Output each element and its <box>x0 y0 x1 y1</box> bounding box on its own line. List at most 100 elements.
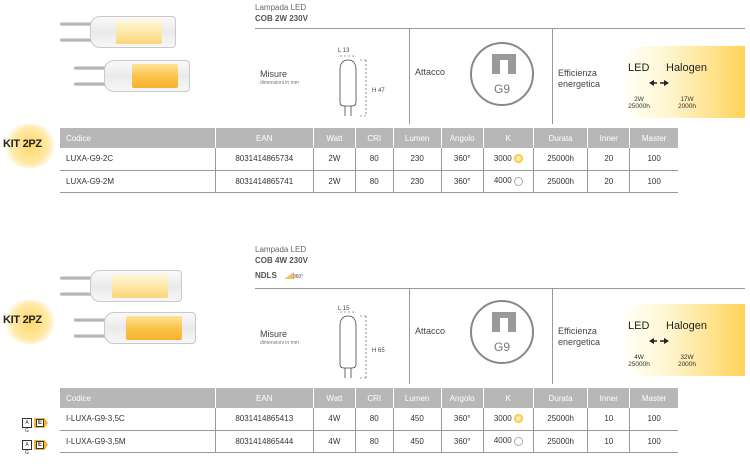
product-type: Lampada LED <box>255 245 307 254</box>
col-angolo: Angolo <box>441 128 484 148</box>
table-header-row: Codice EAN Watt CRI Lumen Angolo K Durat… <box>60 128 678 148</box>
energy-class-letter: E <box>36 441 44 449</box>
arrow-icon <box>649 338 669 344</box>
cell-master: 100 <box>629 148 678 171</box>
col-ean: EAN <box>215 388 314 408</box>
col-angolo: Angolo <box>441 388 484 408</box>
cell-code: I-LUXA-G9-3,5M <box>60 430 216 453</box>
cell-angle: 360° <box>441 148 484 171</box>
k-value: 4000 <box>493 176 512 186</box>
attacco-label: Attacco <box>415 326 446 336</box>
dimension-drawing-icon <box>339 55 368 117</box>
col-inner: Inner <box>587 388 631 408</box>
cell-inner: 20 <box>587 148 631 171</box>
col-watt: Watt <box>313 128 356 148</box>
cell-life: 25000h <box>533 170 589 193</box>
col-durata: Durata <box>533 128 589 148</box>
efficienza-label-2: energetica <box>558 79 601 89</box>
energy-class-letter: E <box>36 419 44 427</box>
cell-cri: 80 <box>355 408 394 431</box>
cell-cri: 80 <box>355 170 394 193</box>
col-codice: Codice <box>60 388 216 408</box>
col-lumen: Lumen <box>393 388 442 408</box>
col-master: Master <box>629 128 678 148</box>
col-cri: CRI <box>355 388 394 408</box>
table-row: I-LUXA-G9-3,5M 8031414865444 4W 80 450 3… <box>60 430 678 453</box>
led-bulb-image <box>74 310 204 346</box>
energy-class-icon: A G E <box>22 440 50 456</box>
dim-length: L 13 <box>338 48 350 54</box>
halogen-label: Halogen <box>666 62 707 74</box>
cell-cri: 80 <box>355 430 394 453</box>
cell-k: 4000 <box>483 170 534 193</box>
dim-length: L 15 <box>338 306 350 312</box>
col-k: K <box>483 388 534 408</box>
g9-socket-icon: G9 <box>470 42 534 106</box>
cell-ean: 8031414865734 <box>215 148 314 171</box>
col-codice: Codice <box>60 128 216 148</box>
cell-watt: 2W <box>313 170 356 193</box>
led-label: LED <box>628 320 650 332</box>
halogen-hours: 2000h <box>677 103 697 110</box>
col-cri: CRI <box>355 128 394 148</box>
cell-k: 3000 <box>483 148 534 171</box>
ndls-label: NDLS <box>255 271 277 280</box>
cell-k: 4000 <box>483 430 534 453</box>
efficienza-label-1: Efficienza <box>558 68 597 78</box>
socket-label: G9 <box>493 82 510 96</box>
cell-master: 100 <box>629 408 678 431</box>
cell-angle: 360° <box>441 430 484 453</box>
socket-label: G9 <box>493 340 510 354</box>
cold-light-icon <box>513 176 523 186</box>
cell-master: 100 <box>629 170 678 193</box>
cell-code: I-LUXA-G9-3,5C <box>60 408 216 431</box>
led-watt: 4W <box>634 354 644 361</box>
col-master: Master <box>629 388 678 408</box>
led-hours: 25000h <box>628 103 650 110</box>
cell-inner: 20 <box>587 170 631 193</box>
cell-ean: 8031414865413 <box>215 408 314 431</box>
energy-class-icon: A G E <box>22 418 50 434</box>
col-durata: Durata <box>533 388 589 408</box>
efficienza-label-2: energetica <box>558 337 601 347</box>
dimension-drawing-icon <box>339 311 368 379</box>
cell-code: LUXA-G9-2C <box>60 148 216 171</box>
led-hours: 25000h <box>628 361 650 368</box>
efficienza-label-1: Efficienza <box>558 326 597 336</box>
product-table: Codice EAN Watt CRI Lumen Angolo K Durat… <box>60 388 678 453</box>
cell-ean: 8031414865741 <box>215 170 314 193</box>
led-bulb-image <box>60 14 190 50</box>
cell-inner: 10 <box>587 408 631 431</box>
k-value: 3000 <box>493 154 512 164</box>
table-header-row: Codice EAN Watt CRI Lumen Angolo K Durat… <box>60 388 678 408</box>
cell-ean: 8031414865444 <box>215 430 314 453</box>
col-inner: Inner <box>587 128 631 148</box>
cell-cri: 80 <box>355 148 394 171</box>
cell-angle: 360° <box>441 408 484 431</box>
attacco-label: Attacco <box>415 67 446 77</box>
led-bulb-image <box>74 58 204 94</box>
cell-lumen: 450 <box>393 408 442 431</box>
kit-badge: KIT 2PZ <box>3 314 42 326</box>
table-row: LUXA-G9-2M 8031414865741 2W 80 230 360° … <box>60 170 678 193</box>
halogen-hours: 2000h <box>677 361 697 368</box>
cell-life: 25000h <box>533 408 589 431</box>
dim-height: H 65 <box>372 348 385 354</box>
table-row: LUXA-G9-2C 8031414865734 2W 80 230 360° … <box>60 148 678 171</box>
cell-lumen: 230 <box>393 148 442 171</box>
cell-watt: 2W <box>313 148 356 171</box>
cell-k: 3000 <box>483 408 534 431</box>
ndls-angle: 360° <box>293 274 304 280</box>
arrow-icon <box>649 80 669 86</box>
misure-label: Misure <box>260 329 288 339</box>
halogen-watt: 17W <box>680 96 694 103</box>
product-type: Lampada LED <box>255 3 307 12</box>
kit-badge: KIT 2PZ <box>3 138 42 150</box>
col-ean: EAN <box>215 128 314 148</box>
k-value: 3000 <box>493 414 512 424</box>
cell-life: 25000h <box>533 148 589 171</box>
g9-socket-icon: G9 <box>470 300 534 364</box>
beam-angle-icon <box>284 272 294 279</box>
cell-master: 100 <box>629 430 678 453</box>
col-k: K <box>483 128 534 148</box>
